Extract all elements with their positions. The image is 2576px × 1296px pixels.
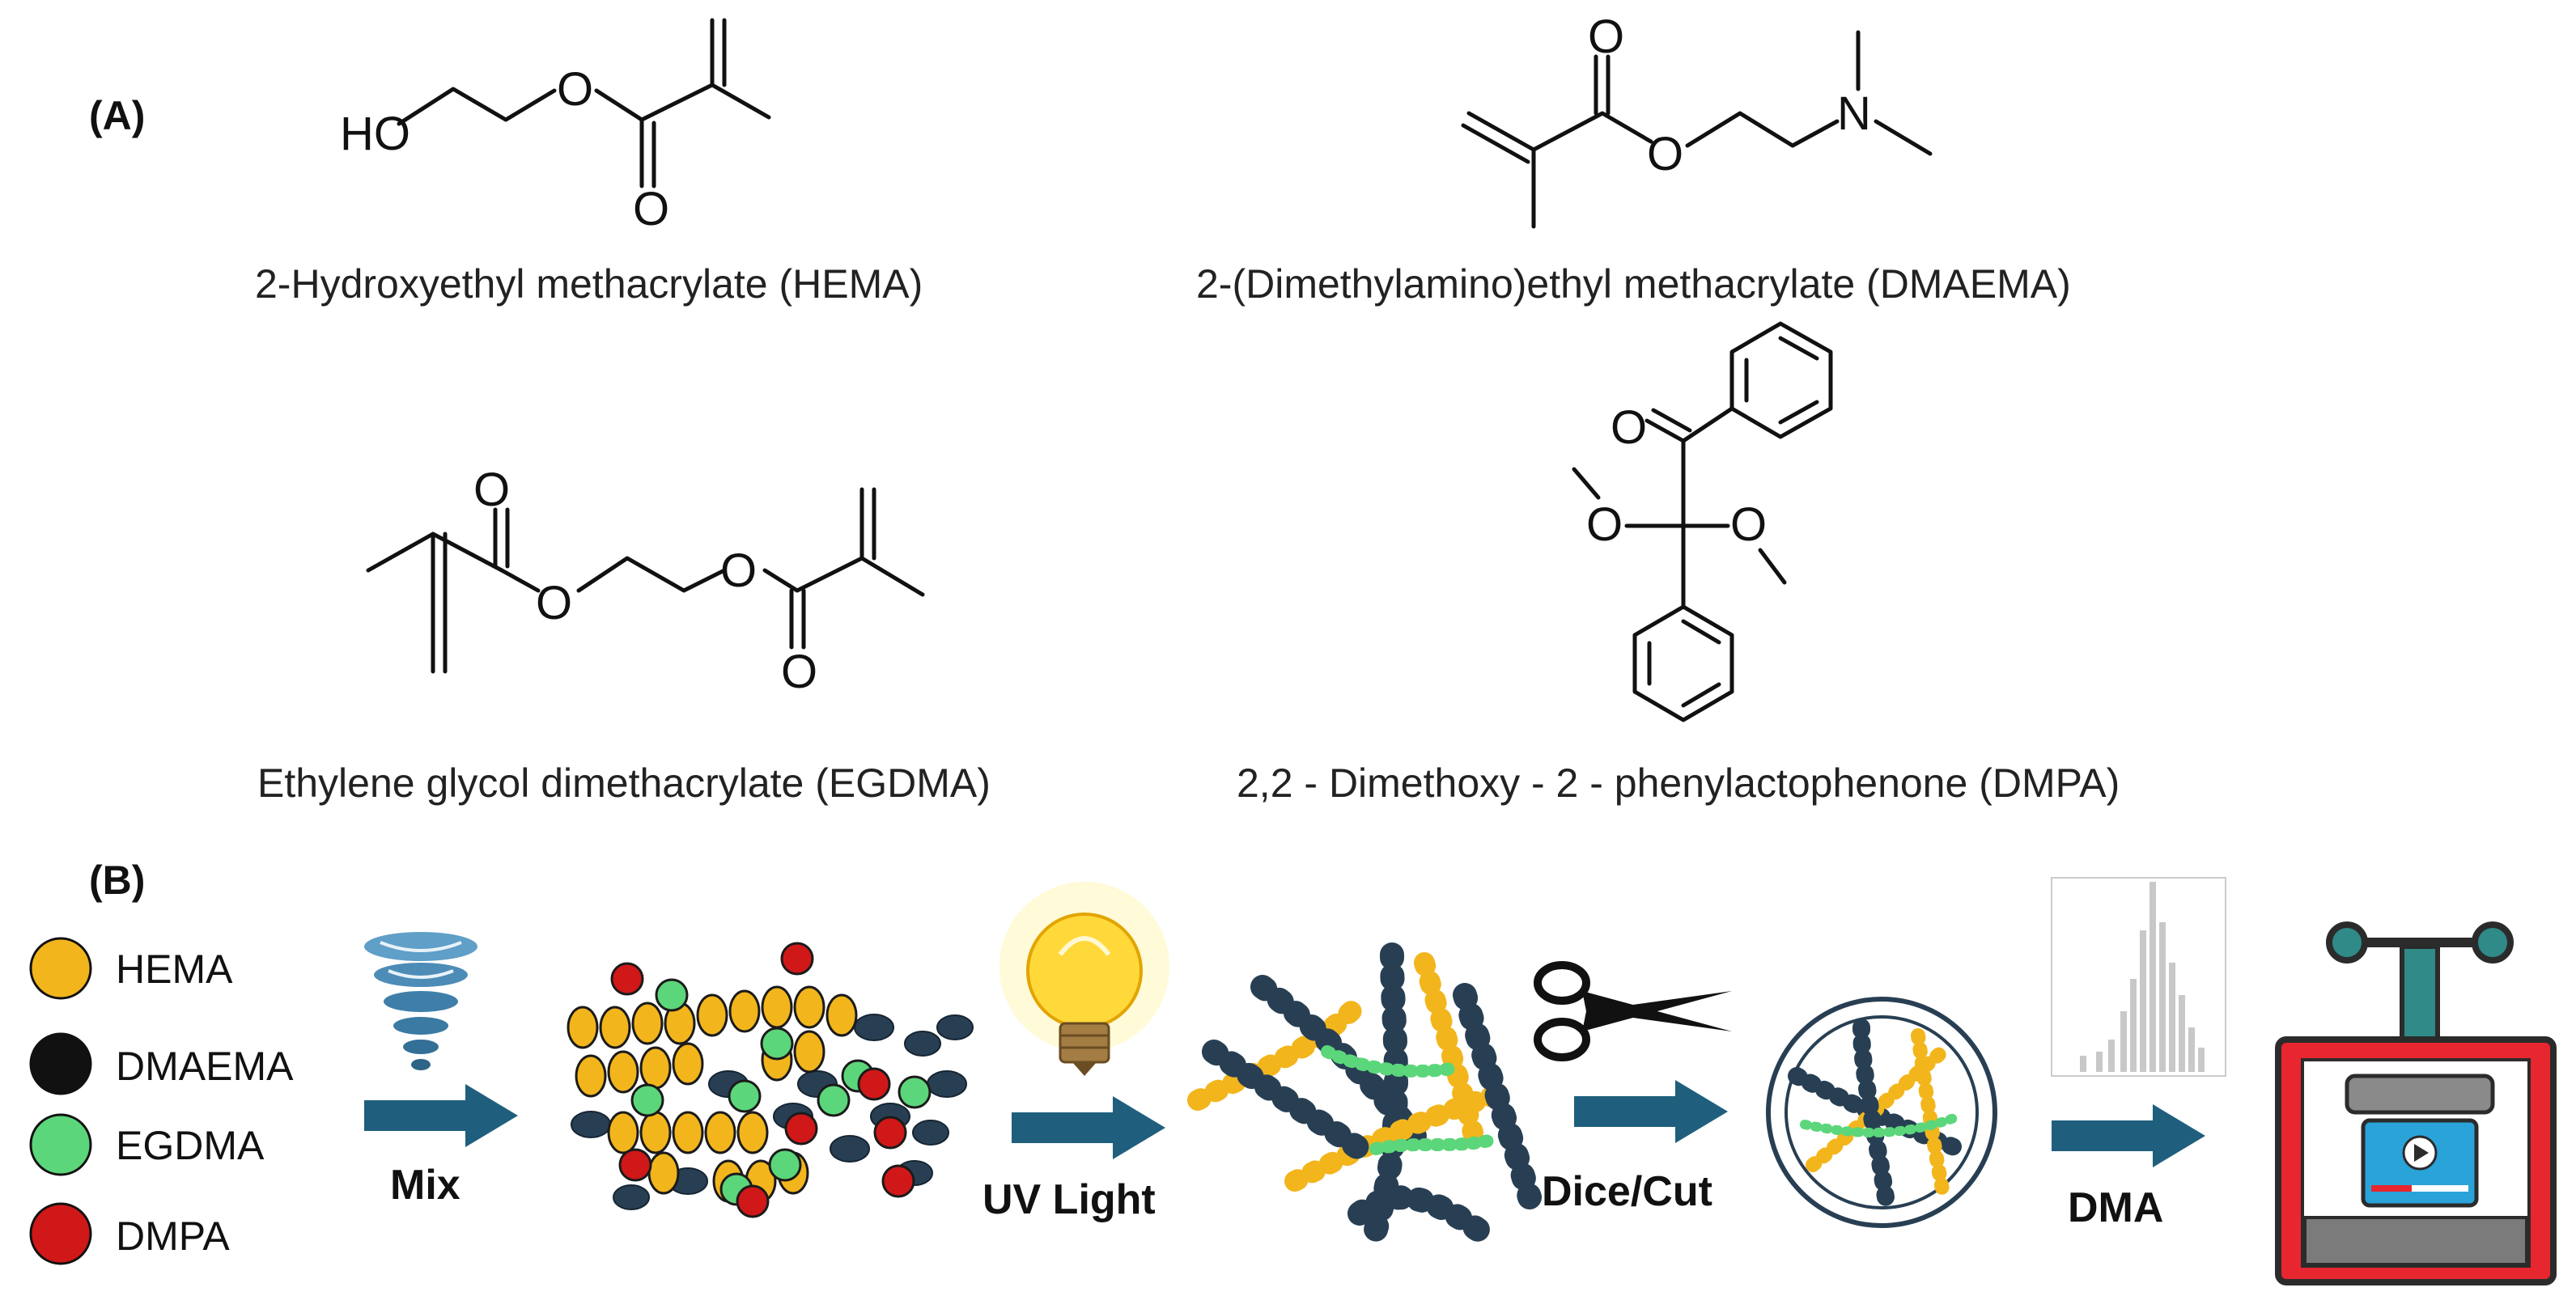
step-label-dice-cut: Dice/Cut — [1542, 1168, 1712, 1215]
dmaema-n-atom: N — [1837, 87, 1871, 140]
legend-item-dmaema: DMAEMA — [29, 1032, 294, 1095]
dmpa-methoxy-o1-atom: O — [1586, 498, 1623, 551]
step-label-dma: DMA — [2068, 1184, 2163, 1231]
mix-arrow — [364, 1084, 518, 1147]
hydrogel-disc — [1766, 997, 1997, 1228]
egdma-carbonyl-o2-atom: O — [781, 646, 817, 698]
dmpa-carbonyl-o-atom: O — [1611, 401, 1647, 454]
hema-structure: HO O O — [340, 18, 771, 235]
legend-label-hema: HEMA — [116, 947, 233, 992]
legend-item-dmpa: DMPA — [29, 1202, 230, 1265]
egdma-structure: O O O O — [366, 464, 925, 698]
egdma-ester-o1-atom: O — [536, 577, 572, 629]
dmaema-structure: O O N — [1461, 11, 1933, 229]
legend: HEMA DMAEMA EGDMA DMPA — [29, 937, 294, 1265]
egdma-caption: Ethylene glycol dimethacrylate (EGDMA) — [257, 760, 991, 806]
monomer-mixture — [567, 942, 974, 1218]
tornado-icon — [364, 932, 477, 1070]
hema-caption: 2-Hydroxyethyl methacrylate (HEMA) — [255, 261, 923, 307]
dmaema-caption: 2-(Dimethylamino)ethyl methacrylate (DMA… — [1196, 261, 2071, 307]
step-label-mix: Mix — [390, 1162, 460, 1209]
egdma-carbonyl-o1-atom: O — [473, 464, 510, 516]
legend-label-dmaema: DMAEMA — [116, 1044, 294, 1089]
light-bulb-icon — [999, 882, 1169, 1076]
dmaema-ester-o-atom: O — [1647, 128, 1683, 180]
legend-label-dmpa: DMPA — [116, 1213, 230, 1259]
crosslinked-network — [1187, 942, 1542, 1250]
scissors-icon — [1534, 961, 1732, 1061]
dmpa-methoxy-o2-atom: O — [1730, 498, 1767, 551]
histogram-icon — [2051, 877, 2226, 1077]
dmaema-carbonyl-o-atom: O — [1588, 11, 1624, 63]
legend-label-egdma: EGDMA — [116, 1123, 265, 1168]
dmpa-caption: 2,2 - Dimethoxy - 2 - phenylactophenone … — [1237, 760, 2120, 806]
hema-carbonyl-o-atom: O — [633, 183, 669, 235]
hema-ester-o-atom: O — [557, 63, 593, 116]
dma-press-icon — [2275, 921, 2557, 1285]
dma-arrow — [2052, 1104, 2205, 1167]
hema-ho-atom: HO — [340, 108, 410, 160]
egdma-ester-o2-atom: O — [720, 544, 757, 597]
cut-arrow — [1574, 1080, 1728, 1143]
panel-label-a: (A) — [89, 93, 145, 138]
legend-item-egdma: EGDMA — [29, 1113, 265, 1176]
dmpa-structure: O O O — [1572, 321, 1833, 722]
legend-item-hema: HEMA — [29, 937, 233, 1000]
uv-arrow — [1012, 1096, 1165, 1159]
panel-label-b: (B) — [89, 858, 145, 903]
step-label-uv-light: UV Light — [982, 1176, 1156, 1223]
